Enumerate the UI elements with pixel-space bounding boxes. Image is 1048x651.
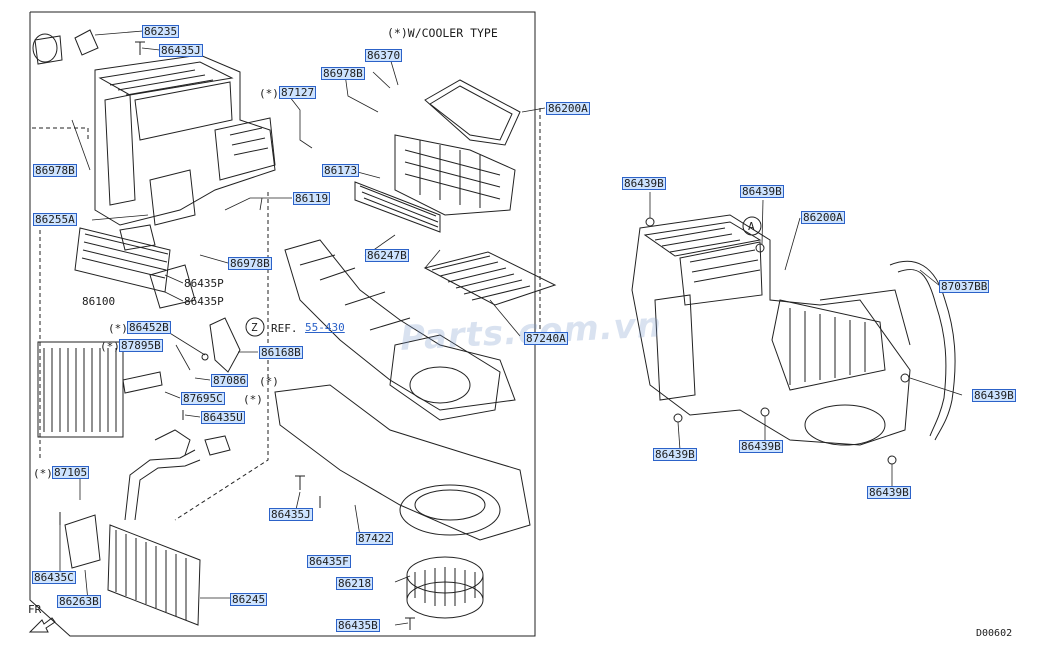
circle-a-label: A xyxy=(748,220,755,233)
duct-frame-drawing xyxy=(284,239,516,421)
prefix-87695C: (*) xyxy=(243,393,263,406)
part-label-86255A[interactable]: 86255A xyxy=(33,213,77,226)
gasket-drawing xyxy=(209,317,241,373)
part-label-86247B[interactable]: 86247B xyxy=(365,249,409,262)
part-label-86200A-right[interactable]: 86200A xyxy=(801,211,845,224)
prefix-87086: (*) xyxy=(259,375,279,388)
part-label-86439B-4[interactable]: 86439B xyxy=(653,448,697,461)
part-label-86435P-1: 86435P xyxy=(184,277,224,290)
part-label-86435U[interactable]: 86435U xyxy=(201,411,245,424)
part-label-86173[interactable]: 86173 xyxy=(321,164,360,177)
pipe-drawing xyxy=(124,429,231,521)
bracket-drawing xyxy=(64,514,101,569)
part-label-86978B-mid[interactable]: 86978B xyxy=(228,257,272,270)
part-label-86200A-main[interactable]: 86200A xyxy=(546,102,590,115)
heater-core-drawing xyxy=(37,341,163,438)
assembled-unit-drawing xyxy=(631,214,956,446)
part-label-86439B-6[interactable]: 86439B xyxy=(867,486,911,499)
part-label-86435C[interactable]: 86435C xyxy=(32,571,76,584)
part-label-87105[interactable]: 87105 xyxy=(51,466,90,479)
part-label-86435B[interactable]: 86435B xyxy=(336,619,380,632)
part-label-87127[interactable]: 87127 xyxy=(278,86,317,99)
heater-unit-drawing xyxy=(107,524,201,626)
front-direction-label: FR xyxy=(28,603,42,616)
part-label-86435J-mid[interactable]: 86435J xyxy=(269,508,313,521)
prefix-87105: (*) xyxy=(33,467,53,480)
part-label-87240A[interactable]: 87240A xyxy=(524,332,568,345)
part-label-87037BB[interactable]: 87037BB xyxy=(938,280,990,293)
screw-drawing xyxy=(59,41,415,630)
part-label-86978B-top[interactable]: 86978B xyxy=(321,67,365,80)
fr-arrow xyxy=(28,617,56,633)
prefix-86452B: (*) xyxy=(108,322,128,335)
diagram-code: D00602 xyxy=(976,628,1013,639)
ref-link[interactable]: 55-430 xyxy=(305,321,345,334)
part-label-86439B-5[interactable]: 86439B xyxy=(739,440,783,453)
blower-case-top-drawing xyxy=(394,79,521,216)
leader-lines xyxy=(59,30,963,626)
part-label-86435J-top[interactable]: 86435J xyxy=(159,44,203,57)
blower-fan-drawing xyxy=(406,556,484,619)
frame-border xyxy=(29,11,536,637)
part-label-87422[interactable]: 87422 xyxy=(355,532,394,545)
part-label-86235[interactable]: 86235 xyxy=(141,25,180,38)
part-label-86978B-left[interactable]: 86978B xyxy=(33,164,77,177)
group-line xyxy=(174,192,269,521)
part-label-86435P-2: 86435P xyxy=(184,295,224,308)
part-label-86218[interactable]: 86218 xyxy=(335,577,374,590)
part-label-86168B[interactable]: 86168B xyxy=(259,346,303,359)
ref-prefix: REF. xyxy=(271,322,298,335)
filter-grille-drawing xyxy=(354,181,441,233)
pollen-filter-drawing xyxy=(423,251,557,306)
cooler-type-note: (*)W/COOLER TYPE xyxy=(387,26,498,40)
part-label-87695C[interactable]: 87695C xyxy=(181,392,225,405)
part-label-86119[interactable]: 86119 xyxy=(292,192,331,205)
part-label-86439B-2[interactable]: 86439B xyxy=(740,185,784,198)
nut-drawing xyxy=(645,217,910,465)
evaporator-housing-drawing xyxy=(94,54,276,251)
part-label-86439B-3[interactable]: 86439B xyxy=(972,389,1016,402)
circle-z-marker xyxy=(245,317,265,337)
prefix-87895B: (*) xyxy=(100,340,120,353)
part-label-86245[interactable]: 86245 xyxy=(229,593,268,606)
circle-z-label: Z xyxy=(251,321,258,334)
part-label-87086[interactable]: 87086 xyxy=(210,374,249,387)
part-label-86439B-1[interactable]: 86439B xyxy=(622,177,666,190)
prefix-87127: (*) xyxy=(259,87,279,100)
part-label-86370[interactable]: 86370 xyxy=(364,49,403,62)
part-label-87895B[interactable]: 87895B xyxy=(119,339,163,352)
part-label-86435F[interactable]: 86435F xyxy=(307,555,351,568)
circle-a-marker xyxy=(742,216,762,236)
group-line xyxy=(32,127,89,140)
part-label-86452B[interactable]: 86452B xyxy=(127,321,171,334)
blower-lower-case-drawing xyxy=(274,384,531,541)
part-label-86100: 86100 xyxy=(82,295,116,308)
actuator-drawing xyxy=(32,29,99,65)
part-label-86263B[interactable]: 86263B xyxy=(57,595,101,608)
